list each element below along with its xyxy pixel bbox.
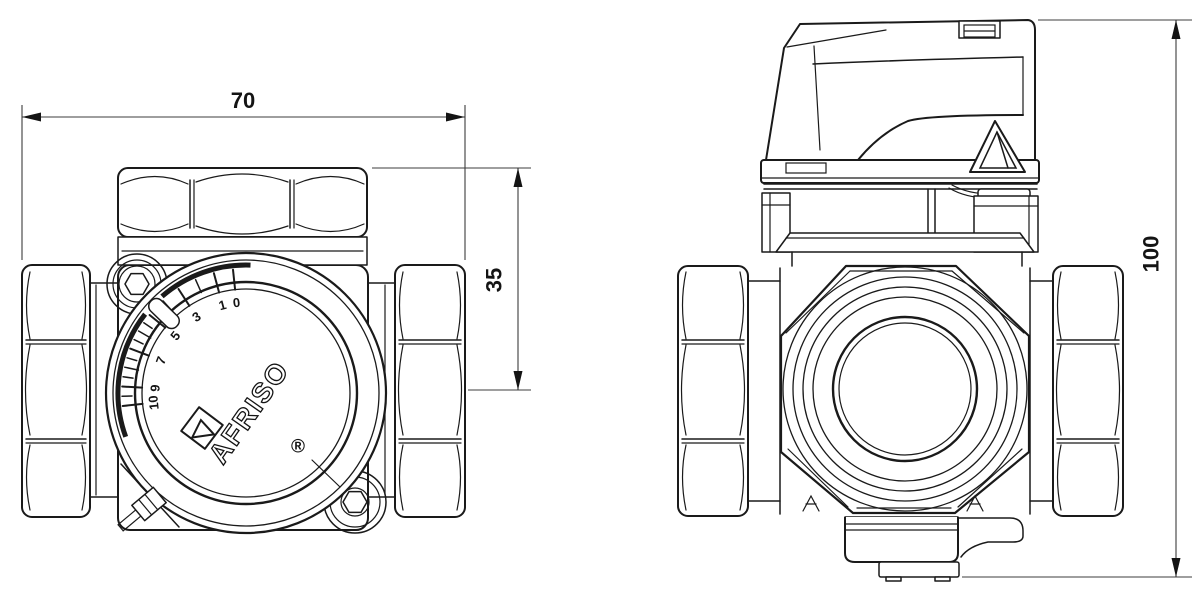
dial-scale-ticks [121,268,237,407]
dial-scale-label: 0 [232,295,241,311]
side-port-left-2 [677,265,781,517]
dial-knob: 0 1 3 5 7 9 10 AFRISO ® [104,251,388,535]
brand-logo-diamond [180,406,224,450]
dial-scale-label: 1 [217,297,228,313]
adapter-console [761,183,1039,267]
dimension-width-70: 70 [21,88,466,260]
dimension-height-label: 100 [1139,236,1164,273]
dimension-height-100: 100 [962,19,1192,578]
side-port-right [394,264,466,518]
actuator [760,19,1040,184]
actuator-pointer-triangle [969,120,1026,173]
side-view [677,19,1124,582]
dimension-width-label: 70 [231,88,255,113]
valve-body-face [779,264,1031,515]
side-port-left [21,264,91,518]
manual-stop-pin [117,486,167,532]
dial-pointer-slot [147,297,181,330]
dial-scale-label: 10 [145,395,161,411]
top-port-nut [117,167,368,266]
registered-mark: ® [291,437,305,458]
front-view: 0 1 3 5 7 9 10 AFRISO ® [21,167,466,535]
side-port-right-2 [1029,265,1124,517]
bottom-cap [844,516,1024,582]
port-opening-circles [782,266,1028,512]
dimension-top-to-axis-35: 35 [372,167,531,391]
dial-scale-label: 9 [147,384,162,392]
actuator-base-plate [760,159,1040,184]
dimension-axis-label: 35 [482,268,507,292]
